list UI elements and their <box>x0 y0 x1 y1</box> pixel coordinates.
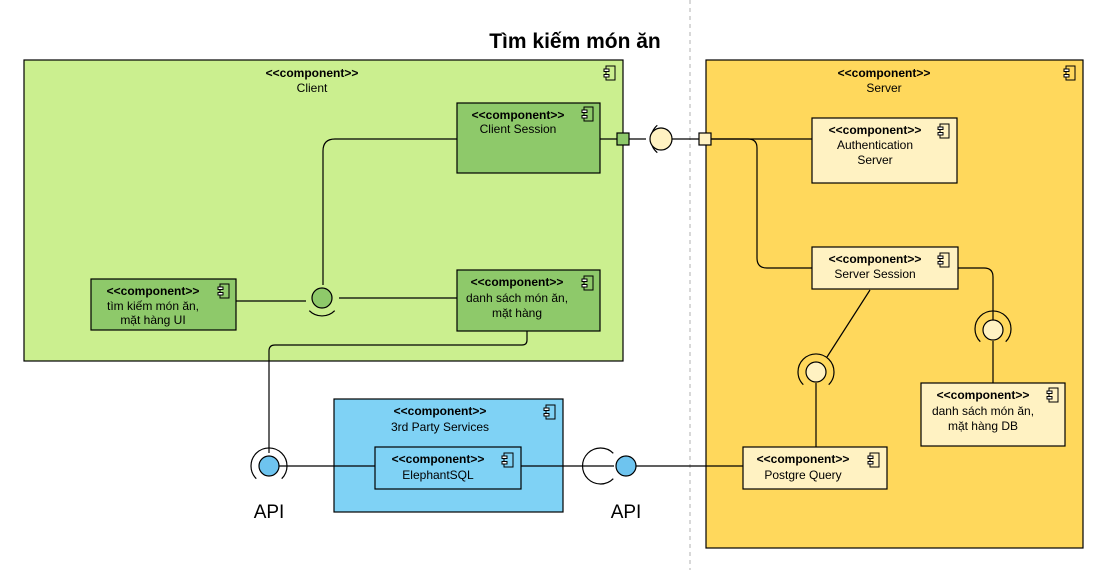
food-list-db-stereotype: <<component>> <box>937 388 1030 402</box>
client-session-name: Client Session <box>480 122 557 136</box>
search-ui-stereotype: <<component>> <box>107 284 200 298</box>
connector-port-session <box>711 138 812 269</box>
api-left-label: API <box>254 502 285 523</box>
api-right-socket <box>582 447 614 485</box>
server-port <box>698 132 712 146</box>
diagram-title: Tìm kiếm món ăn <box>489 30 661 53</box>
db-interface <box>982 319 1004 341</box>
server-session-stereotype: <<component>> <box>829 252 922 266</box>
client-internal-interface <box>308 287 336 317</box>
services-stereotype: <<component>> <box>394 404 487 418</box>
food-list-db-name-line1: danh sách món ăn, <box>932 404 1034 418</box>
food-list-component[interactable]: <<component>> danh sách món ăn, mặt hàng <box>456 269 601 332</box>
food-list-db-name-line2: mặt hàng DB <box>948 419 1018 433</box>
client-session-component[interactable]: <<component>> Client Session <box>456 102 601 174</box>
postgre-query-component[interactable]: <<component>> Postgre Query <box>742 446 888 490</box>
postgre-name: Postgre Query <box>764 468 841 482</box>
food-list-name-line2: mặt hàng <box>492 306 542 320</box>
search-ui-component[interactable]: <<component>> tìm kiếm món ăn, mặt hàng … <box>90 278 237 331</box>
connector-client-session <box>322 138 457 285</box>
postgre-stereotype: <<component>> <box>757 452 850 466</box>
elephantsql-name: ElephantSQL <box>402 468 474 482</box>
server-session-name: Server Session <box>834 267 915 281</box>
api-left-socket <box>250 447 288 480</box>
postgre-socket <box>797 353 835 386</box>
food-list-name-line1: danh sách món ăn, <box>466 291 568 305</box>
server-stereotype: <<component>> <box>838 66 931 80</box>
client-stereotype: <<component>> <box>266 66 359 80</box>
authentication-server-component[interactable]: <<component>> Authentication Server <box>811 117 958 184</box>
db-socket <box>974 310 1012 343</box>
elephantsql-component[interactable]: <<component>> ElephantSQL <box>374 446 522 490</box>
connector-session-socket <box>826 289 871 358</box>
auth-name-line2: Server <box>857 153 892 167</box>
food-list-db-component[interactable]: <<component>> danh sách món ăn, mặt hàng… <box>920 382 1066 447</box>
postgre-interface <box>805 361 827 383</box>
auth-name-line1: Authentication <box>837 138 913 152</box>
connector-list-api <box>268 331 528 453</box>
server-provided-interface <box>649 127 673 151</box>
services-name: 3rd Party Services <box>391 420 489 434</box>
third-party-services-component[interactable]: <<component>> 3rd Party Services <box>333 398 564 513</box>
api-right-label: API <box>611 502 642 523</box>
server-session-component[interactable]: <<component>> Server Session <box>811 246 959 290</box>
auth-stereotype: <<component>> <box>829 123 922 137</box>
client-name: Client <box>297 81 328 95</box>
client-port <box>616 132 630 146</box>
food-list-stereotype: <<component>> <box>471 275 564 289</box>
elephantsql-stereotype: <<component>> <box>392 452 485 466</box>
api-right-interface <box>615 455 637 477</box>
search-ui-name-line2: mặt hàng UI <box>120 313 185 327</box>
server-name: Server <box>866 81 901 95</box>
connector-session-db <box>958 267 994 320</box>
api-left-interface <box>258 455 280 477</box>
search-ui-name-line1: tìm kiếm món ăn, <box>107 299 199 313</box>
client-session-stereotype: <<component>> <box>472 108 565 122</box>
